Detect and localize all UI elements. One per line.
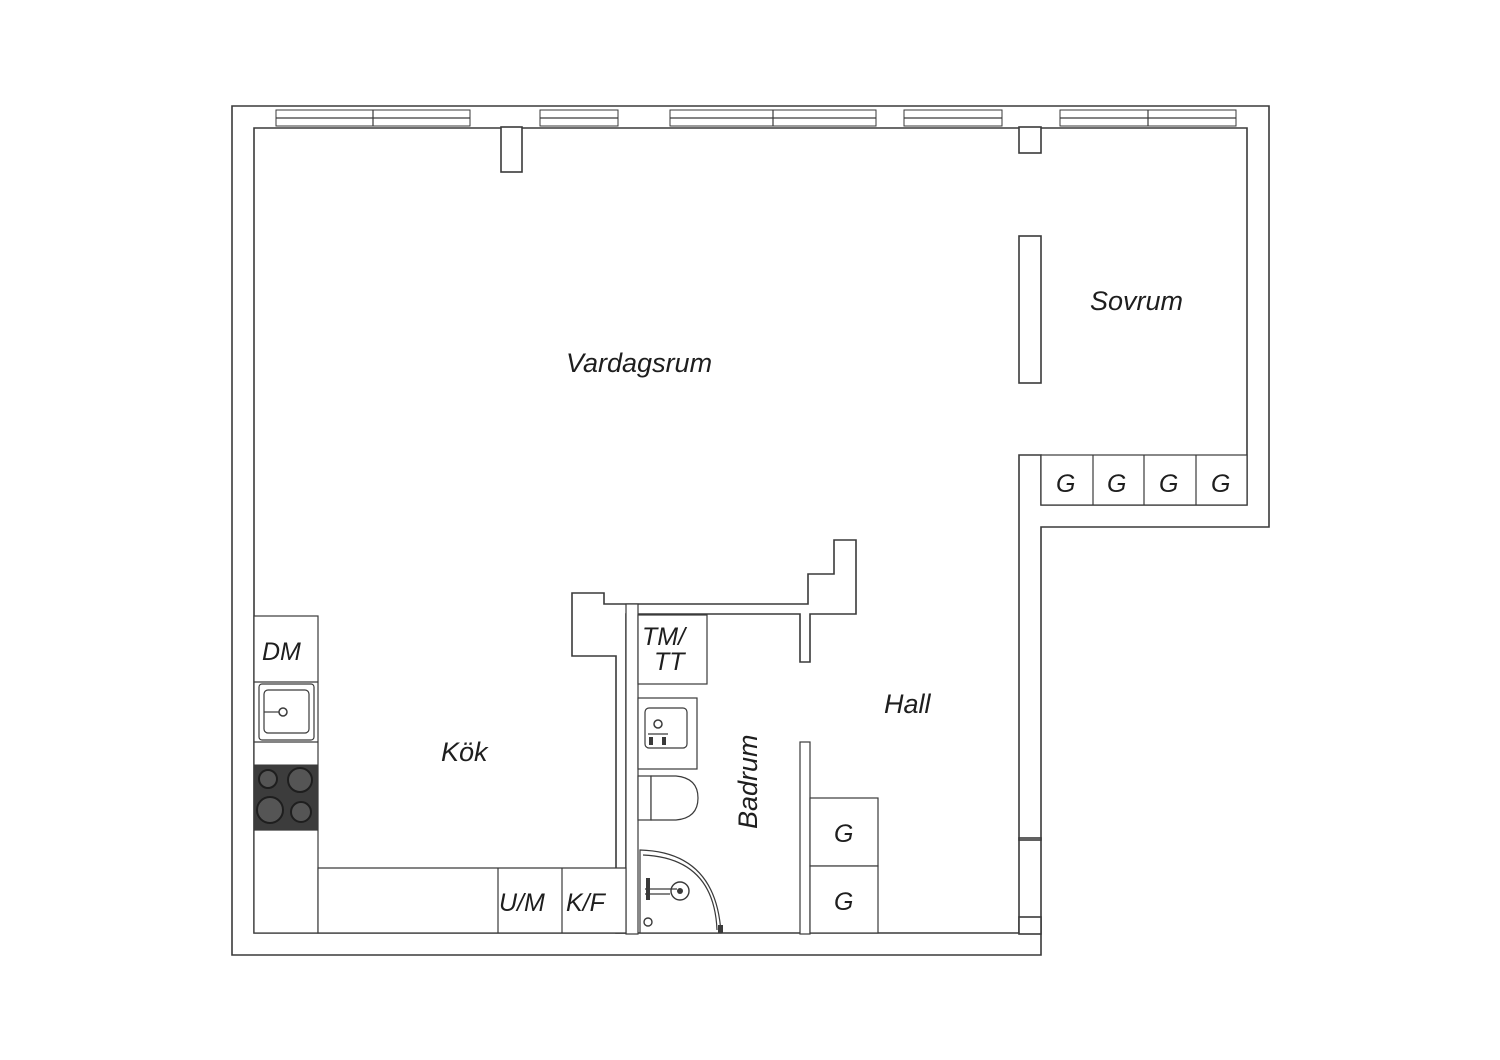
room-label-badrum: Badrum <box>733 734 763 829</box>
wardrobe-label: G <box>1107 470 1126 498</box>
bedroom-wardrobes <box>1040 454 1248 506</box>
room-label-hall: Hall <box>884 689 932 719</box>
room-label-kok: Kök <box>441 737 489 767</box>
stove <box>253 764 319 831</box>
kitchen-sink <box>258 683 315 741</box>
shower <box>639 849 723 934</box>
wardrobe-label: G <box>834 820 853 848</box>
hall-wardrobes <box>809 797 879 934</box>
room-label-sovrum: Sovrum <box>1090 286 1183 316</box>
window <box>275 109 471 127</box>
wardrobe-label: G <box>1211 470 1230 498</box>
window <box>669 109 877 127</box>
wardrobe-label: G <box>1056 470 1075 498</box>
fixture-label-fridge: K/F <box>566 889 607 917</box>
fixture-label-washer-line2: TT <box>654 648 686 676</box>
window <box>903 109 1003 127</box>
toilet <box>637 775 699 821</box>
room-label-vardagsrum: Vardagsrum <box>566 348 712 378</box>
fixture-label-freezer: U/M <box>499 889 545 917</box>
bathroom-sink <box>637 697 698 770</box>
wardrobe-label: G <box>834 888 853 916</box>
window <box>539 109 619 127</box>
fixture-label-dishwasher: DM <box>262 638 301 666</box>
windows <box>275 109 1237 127</box>
partition-wall <box>1018 235 1042 384</box>
washer-dryer-box <box>637 614 708 685</box>
fixture-label-washer-line1: TM/ <box>642 623 688 651</box>
window <box>1059 109 1237 127</box>
wardrobe-label: G <box>1159 470 1178 498</box>
